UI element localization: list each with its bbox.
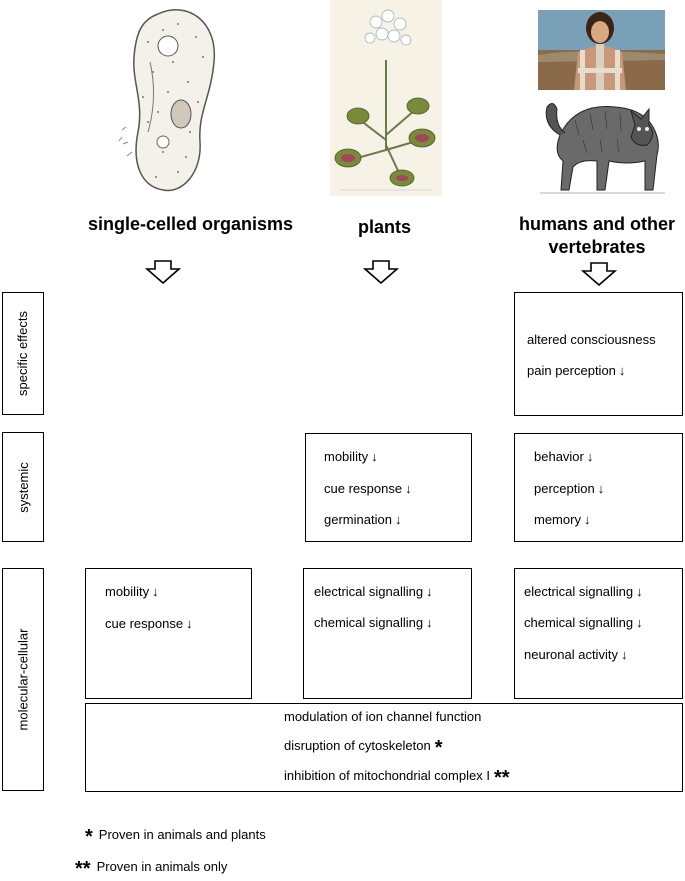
systemic-plants-item: cue response↓ [324, 481, 412, 496]
row-label-specific-effects-text: specific effects [15, 310, 31, 397]
column-title-plants: plants [358, 217, 412, 237]
hollow-down-arrow-icon [144, 260, 182, 289]
row-label-molecular-cellular-text: molecular-cellular [15, 628, 31, 731]
row-label-systemic: systemic [2, 432, 44, 542]
decrease-arrow-icon: ↓ [586, 449, 594, 464]
double-asterisk-mark: ** [493, 767, 510, 789]
systemic-humans-item: memory↓ [534, 512, 591, 527]
molecular-plants-item: electrical signalling↓ [314, 584, 433, 599]
row-label-systemic-text: systemic [15, 461, 31, 513]
decrease-arrow-icon: ↓ [583, 512, 591, 527]
footnote-2: ** Proven in animals only [75, 858, 227, 881]
shared-mechanism-item: inhibition of mitochondrial complex I** [284, 767, 510, 789]
molecular-single-celled-box [85, 568, 252, 699]
decrease-arrow-icon: ↓ [597, 481, 605, 496]
decrease-arrow-icon: ↓ [152, 584, 159, 599]
specific-effect-item: altered consciousness [527, 332, 656, 347]
column-title-humans-line1: humans and other [519, 214, 676, 234]
specific-effects-humans-box [514, 292, 683, 416]
molecular-single-celled-item: mobility↓ [105, 584, 159, 599]
systemic-humans-item: behavior↓ [534, 449, 594, 464]
row-label-specific-effects: specific effects [2, 292, 44, 415]
molecular-humans-item: chemical signalling↓ [524, 615, 643, 630]
decrease-arrow-icon: ↓ [405, 481, 412, 496]
column-title-humans: humans and other vertebrates [519, 213, 675, 259]
decrease-arrow-icon: ↓ [394, 512, 402, 527]
molecular-plants-box [303, 568, 472, 699]
molecular-humans-box [514, 568, 683, 699]
shared-mechanism-item: disruption of cytoskeleton* [284, 737, 443, 759]
systemic-humans-item: perception↓ [534, 481, 605, 496]
molecular-humans-item: electrical signalling↓ [524, 584, 643, 599]
column-title-humans-line2: vertebrates [548, 237, 646, 257]
systemic-plants-box [305, 433, 472, 542]
paramecium-illustration [118, 2, 228, 197]
row-label-molecular-cellular: molecular-cellular [2, 568, 44, 791]
hollow-down-arrow-icon [362, 260, 400, 289]
systemic-humans-box [514, 433, 683, 542]
venus-flytrap-illustration [330, 0, 442, 196]
systemic-plants-item: mobility↓ [324, 449, 378, 464]
hollow-down-arrow-icon [580, 262, 618, 291]
decrease-arrow-icon: ↓ [426, 584, 433, 599]
decrease-arrow-icon: ↓ [426, 615, 433, 630]
footnote-2-text: Proven in animals only [96, 859, 228, 874]
portrait-painting [538, 10, 665, 90]
specific-effect-item: pain perception↓ [527, 363, 626, 378]
footnote-1-text: Proven in animals and plants [98, 827, 266, 842]
molecular-humans-item: neuronal activity↓ [524, 647, 628, 662]
asterisk-mark: * [434, 737, 443, 759]
shared-mechanism-item: modulation of ion channel function [284, 709, 482, 724]
footnote-1-mark: * [85, 826, 93, 848]
systemic-plants-item: germination↓ [324, 512, 402, 527]
decrease-arrow-icon: ↓ [636, 615, 643, 630]
decrease-arrow-icon: ↓ [636, 584, 643, 599]
decrease-arrow-icon: ↓ [620, 647, 628, 662]
cat-engraving [535, 95, 670, 200]
decrease-arrow-icon: ↓ [618, 363, 626, 378]
decrease-arrow-icon: ↓ [371, 449, 378, 464]
column-title-single-celled: single-celled organisms [88, 214, 294, 234]
molecular-plants-item: chemical signalling↓ [314, 615, 433, 630]
footnote-1: * Proven in animals and plants [85, 826, 266, 849]
molecular-single-celled-item: cue response↓ [105, 616, 193, 631]
decrease-arrow-icon: ↓ [186, 616, 193, 631]
shared-mechanisms-box [85, 703, 683, 792]
footnote-2-mark: ** [75, 858, 91, 880]
